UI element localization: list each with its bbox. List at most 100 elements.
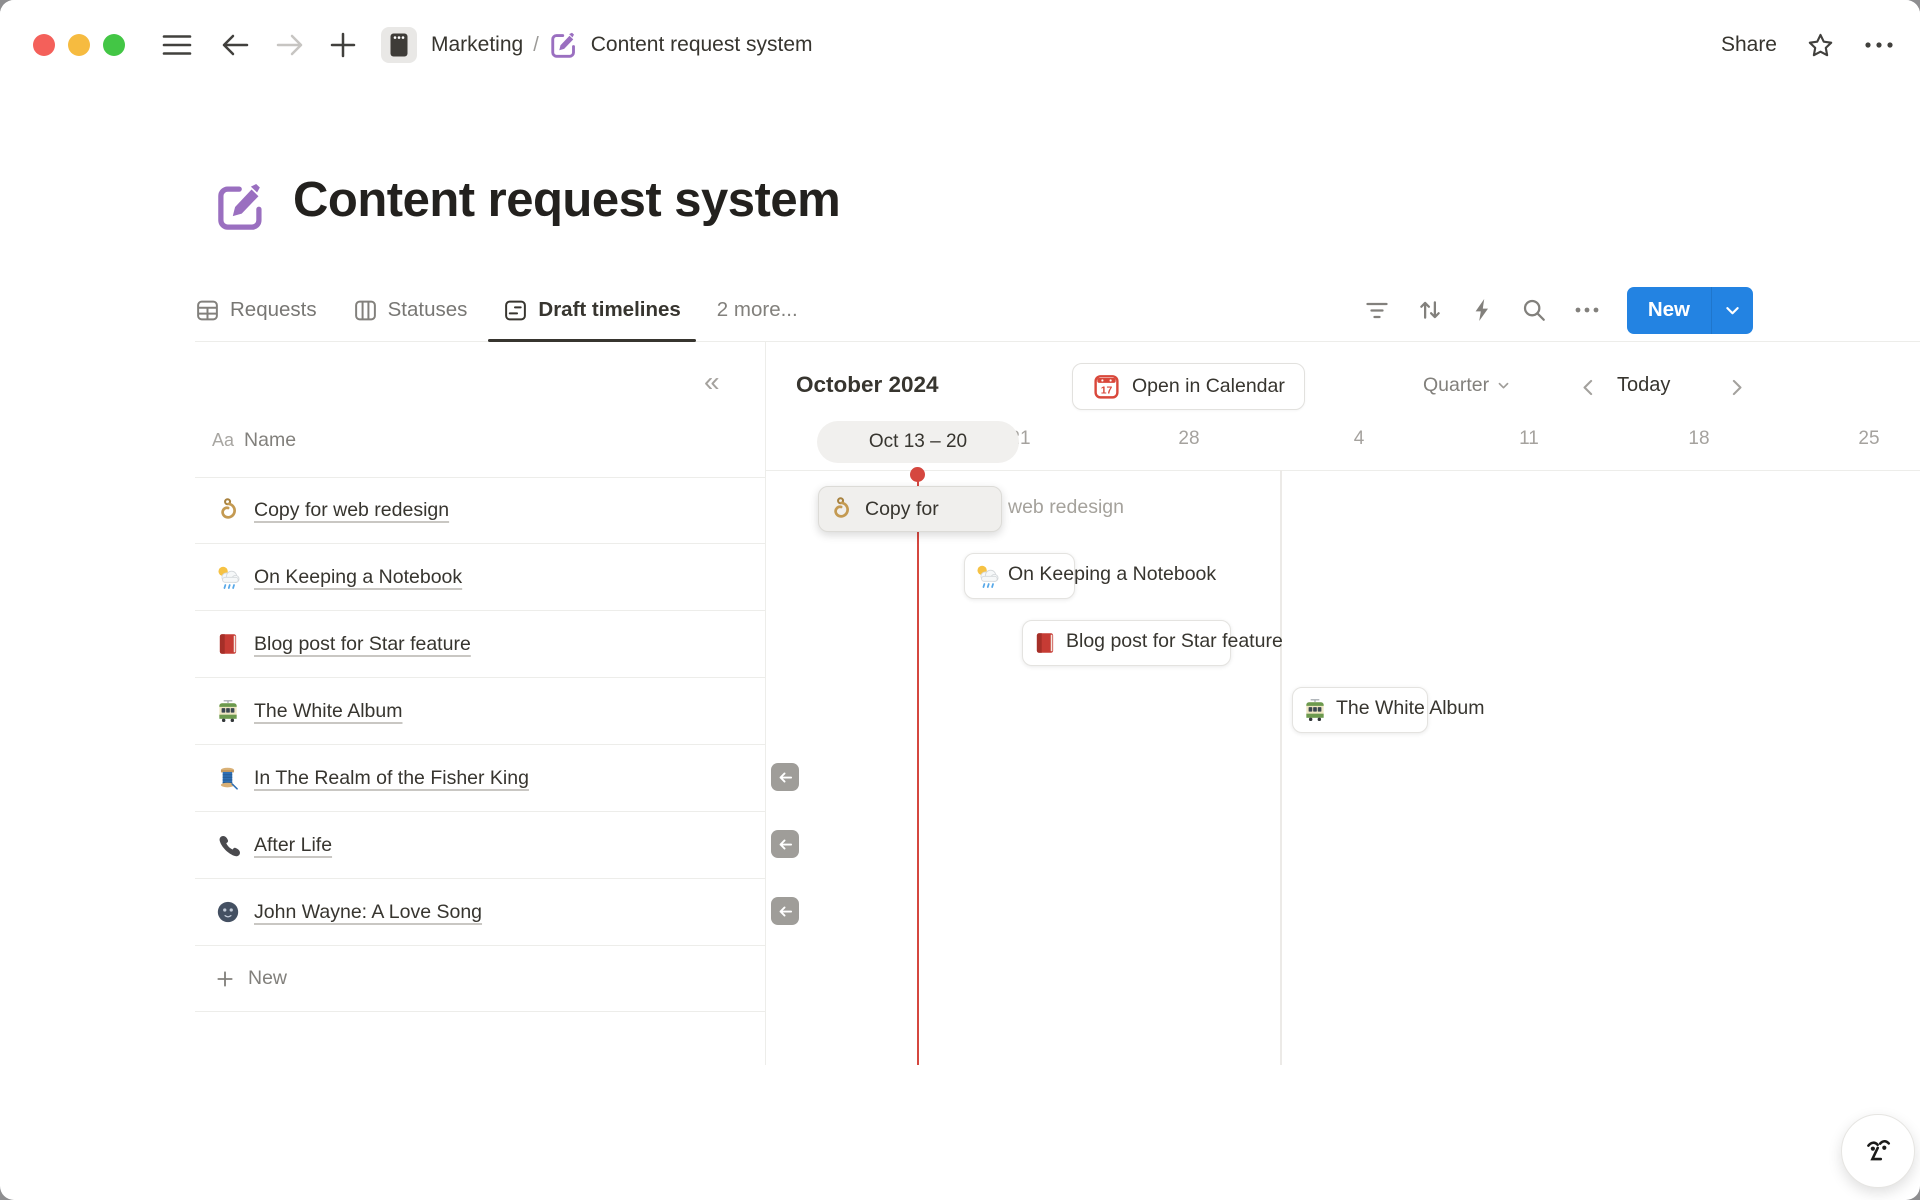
timeline-view-icon	[505, 300, 527, 320]
table-timeline-divider	[765, 342, 766, 1065]
view-more-icon[interactable]	[1574, 306, 1600, 314]
scroll-to-bar-arrow-button[interactable]	[771, 897, 799, 925]
table-row[interactable]: On Keeping a Notebook	[195, 544, 765, 611]
row-emoji	[215, 631, 241, 657]
table-header[interactable]: Aa Name	[212, 429, 296, 452]
today-marker-dot	[910, 467, 925, 482]
new-dropdown-button[interactable]	[1712, 287, 1753, 334]
today-marker-line	[917, 476, 919, 1065]
row-title-link[interactable]: On Keeping a Notebook	[254, 565, 463, 588]
row-emoji	[215, 899, 241, 925]
arrow-left-icon	[779, 906, 792, 916]
week-tick-label: 25	[1858, 428, 1880, 449]
red-book-emoji	[1036, 633, 1054, 653]
row-title-link[interactable]: The White Album	[254, 699, 403, 722]
table-row[interactable]: In The Realm of the Fisher King	[195, 745, 765, 812]
page-title-icon[interactable]	[214, 179, 269, 239]
page-title: Content request system	[293, 173, 841, 227]
table-row[interactable]: The White Album	[195, 678, 765, 745]
timeline-bar[interactable]	[1022, 620, 1231, 666]
collapse-sidebar-icon[interactable]: «	[704, 366, 720, 397]
table-row[interactable]: John Wayne: A Love Song	[195, 879, 765, 946]
bar-title: Blog post for Star feature	[1066, 630, 1283, 652]
new-row-button[interactable]: New	[195, 946, 765, 1012]
tram-emoji	[219, 700, 237, 723]
row-emoji	[215, 765, 241, 791]
week-tick-label: 28	[1178, 428, 1200, 449]
bar-title: On Keeping a Notebook	[1008, 563, 1217, 585]
breadcrumb-page[interactable]: Content request system	[590, 33, 813, 56]
timeline-today-button[interactable]: Today	[1617, 374, 1671, 396]
row-emoji	[215, 698, 241, 724]
week-tick-label: 4	[1353, 428, 1365, 449]
new-button-divider	[1711, 286, 1712, 334]
timeline-next-icon[interactable]	[1726, 377, 1747, 403]
tab-draft-timelines[interactable]: Draft timelines	[488, 279, 697, 342]
timeline-bar[interactable]: Copy for	[818, 486, 1002, 532]
notion-ai-button[interactable]	[1841, 1114, 1915, 1188]
breadcrumb-separator: /	[533, 33, 539, 56]
favorite-star-icon[interactable]	[1807, 32, 1834, 59]
tram-emoji	[1306, 699, 1324, 722]
search-icon[interactable]	[1521, 297, 1547, 323]
tab-requests[interactable]: Requests	[195, 279, 317, 341]
filter-icon[interactable]	[1364, 298, 1390, 322]
new-button[interactable]: New	[1647, 298, 1690, 321]
notion-ai-face-icon	[1867, 1139, 1891, 1161]
moon-face-emoji	[217, 901, 239, 923]
chevron-down-icon	[1726, 306, 1739, 314]
date-range-tooltip: Oct 13 – 20	[817, 421, 1019, 463]
timeline-zoom-select[interactable]: Quarter	[1423, 374, 1511, 397]
row-title-link[interactable]: After Life	[254, 833, 333, 856]
new-button-group: New	[1626, 286, 1753, 334]
view-tab-bar: Requests Statuses Draft timelines 2 more…	[195, 279, 1920, 342]
breadcrumb-teamspace[interactable]: Marketing	[431, 33, 524, 56]
row-emoji	[215, 564, 241, 590]
back-icon[interactable]	[221, 32, 249, 58]
sun-rain-cloud-emoji	[977, 565, 999, 588]
bar-emoji	[1032, 630, 1058, 656]
sidebar-menu-icon[interactable]	[162, 32, 192, 58]
row-title-link[interactable]: Copy for web redesign	[254, 498, 450, 521]
timeline-prev-icon[interactable]	[1578, 377, 1599, 403]
traffic-minimize-button[interactable]	[68, 34, 90, 56]
row-title-link[interactable]: Blog post for Star feature	[254, 632, 471, 655]
sort-icon[interactable]	[1417, 297, 1443, 323]
thread-emoji	[220, 767, 238, 790]
new-page-plus-icon[interactable]	[329, 31, 357, 59]
hook-emoji	[221, 498, 236, 519]
property-type-icon: Aa	[212, 430, 235, 450]
traffic-close-button[interactable]	[33, 34, 55, 56]
forward-icon[interactable]	[276, 32, 304, 58]
timeline-header-divider	[766, 470, 1920, 471]
timeline-month-label: October 2024	[796, 372, 939, 397]
week-tick-label: 11	[1519, 428, 1539, 449]
phone-emoji	[219, 835, 240, 857]
row-emoji	[215, 832, 241, 858]
sun-rain-cloud-emoji	[218, 566, 240, 589]
automation-lightning-icon[interactable]	[1470, 297, 1494, 323]
plus-icon	[217, 970, 233, 987]
arrow-left-icon	[779, 839, 792, 849]
row-emoji	[215, 497, 241, 523]
table-row[interactable]: Copy for web redesign	[195, 477, 765, 544]
page-edit-icon	[549, 30, 579, 60]
row-title-link[interactable]: In The Realm of the Fisher King	[254, 766, 529, 789]
more-options-icon[interactable]	[1864, 40, 1894, 50]
table-row[interactable]: Blog post for Star feature	[195, 611, 765, 678]
teamspace-avatar[interactable]	[381, 27, 417, 63]
calendar-icon: 17	[1094, 375, 1119, 399]
traffic-zoom-button[interactable]	[103, 34, 125, 56]
tab-statuses[interactable]: Statuses	[353, 279, 467, 341]
row-title-link[interactable]: John Wayne: A Love Song	[254, 900, 483, 923]
open-in-calendar-button[interactable]: 17 Open in Calendar	[1072, 363, 1305, 410]
table-row[interactable]: After Life	[195, 812, 765, 879]
share-button[interactable]: Share	[1720, 33, 1777, 56]
scroll-to-bar-arrow-button[interactable]	[771, 763, 799, 791]
scroll-to-bar-arrow-button[interactable]	[771, 830, 799, 858]
tabs-more-button[interactable]: 2 more...	[716, 298, 798, 321]
svg-text:17: 17	[1101, 385, 1113, 396]
timeline-bar[interactable]	[964, 553, 1075, 599]
timeline-bar[interactable]	[1292, 687, 1428, 733]
